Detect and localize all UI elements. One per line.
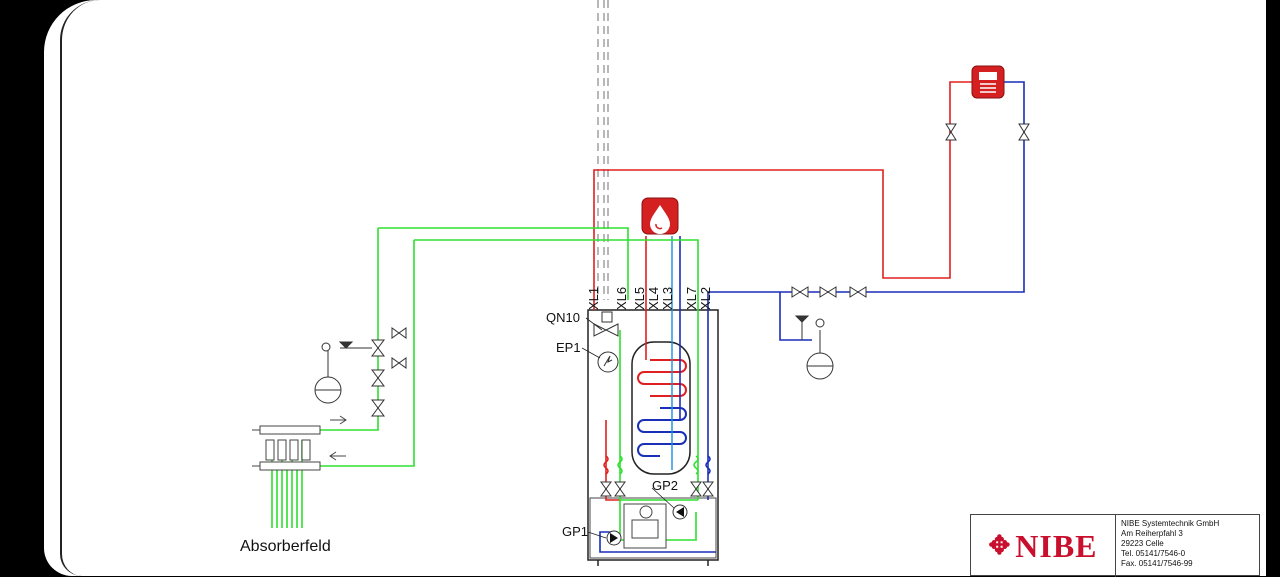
component-labels: QN10 EP1 GP2 GP1 Absorberfeld [240, 310, 678, 555]
qn10-valve [593, 311, 619, 337]
valves [371, 123, 1030, 497]
company-fax: Fax. 05141/7546-99 [1121, 559, 1193, 568]
title-block: ✥NIBE NIBE Systemtechnik GmbH Am Reiherp… [970, 514, 1260, 577]
connection-labels: XL1 XL6 XL5 XL4 XL3 XL7 XL2 [586, 287, 713, 310]
company-street: Am Reiherpfahl 3 [1121, 529, 1183, 538]
label-absorberfeld: Absorberfeld [240, 538, 331, 555]
heating-supply-line [593, 81, 972, 501]
label-qn10: QN10 [546, 310, 580, 325]
label-xl7: XL7 [684, 287, 699, 310]
label-xl1: XL1 [586, 287, 601, 310]
gp1-pump [606, 530, 622, 546]
brine-manifold [252, 415, 347, 471]
label-xl3: XL3 [660, 287, 675, 310]
radiator-icon [971, 65, 1005, 99]
compressor-unit [623, 503, 667, 549]
company-city: 29223 Celle [1121, 539, 1164, 548]
window-edge [1266, 0, 1280, 576]
company-tel: Tel. 05141/7546-0 [1121, 549, 1186, 558]
sheet-border [60, 0, 1264, 576]
flex-hoses [603, 455, 711, 475]
gp2-pump [672, 504, 688, 520]
heat-pump-cabinet [587, 309, 719, 566]
label-leaders [581, 317, 675, 539]
company-address: NIBE Systemtechnik GmbH Am Reiherpfahl 3… [1121, 519, 1219, 569]
ep1-immersion-heater [597, 351, 619, 373]
label-xl5: XL5 [632, 287, 647, 310]
drop-icon [641, 197, 679, 235]
label-xl4: XL4 [646, 287, 661, 310]
label-gp1: GP1 [562, 524, 588, 539]
expansion-vessels [314, 315, 834, 404]
label-ep1: EP1 [556, 340, 581, 355]
drawing-sheet [44, 0, 1280, 576]
dhw-tank [631, 341, 691, 475]
company-name: NIBE Systemtechnik GmbH [1121, 519, 1220, 528]
flue-pipe [597, 0, 609, 300]
nibe-logo-icon: ✥NIBE [971, 515, 1116, 577]
label-gp2: GP2 [652, 478, 678, 493]
label-xl2: XL2 [698, 287, 713, 310]
label-xl6: XL6 [614, 287, 629, 310]
